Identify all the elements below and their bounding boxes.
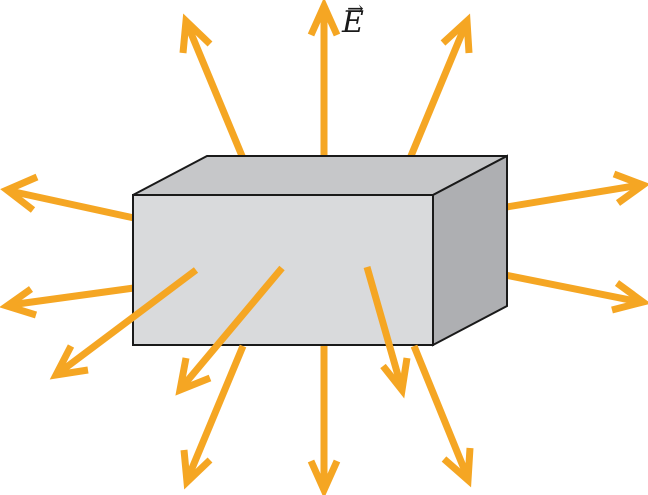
field-arrow: [307, 346, 341, 495]
field-arrow: [0, 173, 135, 222]
vector-arrow-mark: →: [347, 0, 364, 20]
field-arrow: [175, 265, 285, 396]
field-arrow: [180, 344, 247, 490]
field-arrow: [410, 344, 474, 488]
field-arrow: [179, 13, 256, 182]
field-arrow: [0, 284, 135, 319]
field-arrow-shaft: [184, 24, 256, 182]
field-arrow-head: [179, 13, 213, 54]
rectangular-box: [132, 154, 508, 347]
field-arrow: [49, 267, 199, 380]
arrows-front-layer: [49, 265, 474, 495]
field-arrow: [397, 13, 473, 182]
field-arrow-e: [307, 0, 341, 178]
field-arrow: [363, 266, 411, 399]
field-symbol: E: [342, 5, 364, 40]
electric-field-label: → E: [342, 0, 364, 40]
